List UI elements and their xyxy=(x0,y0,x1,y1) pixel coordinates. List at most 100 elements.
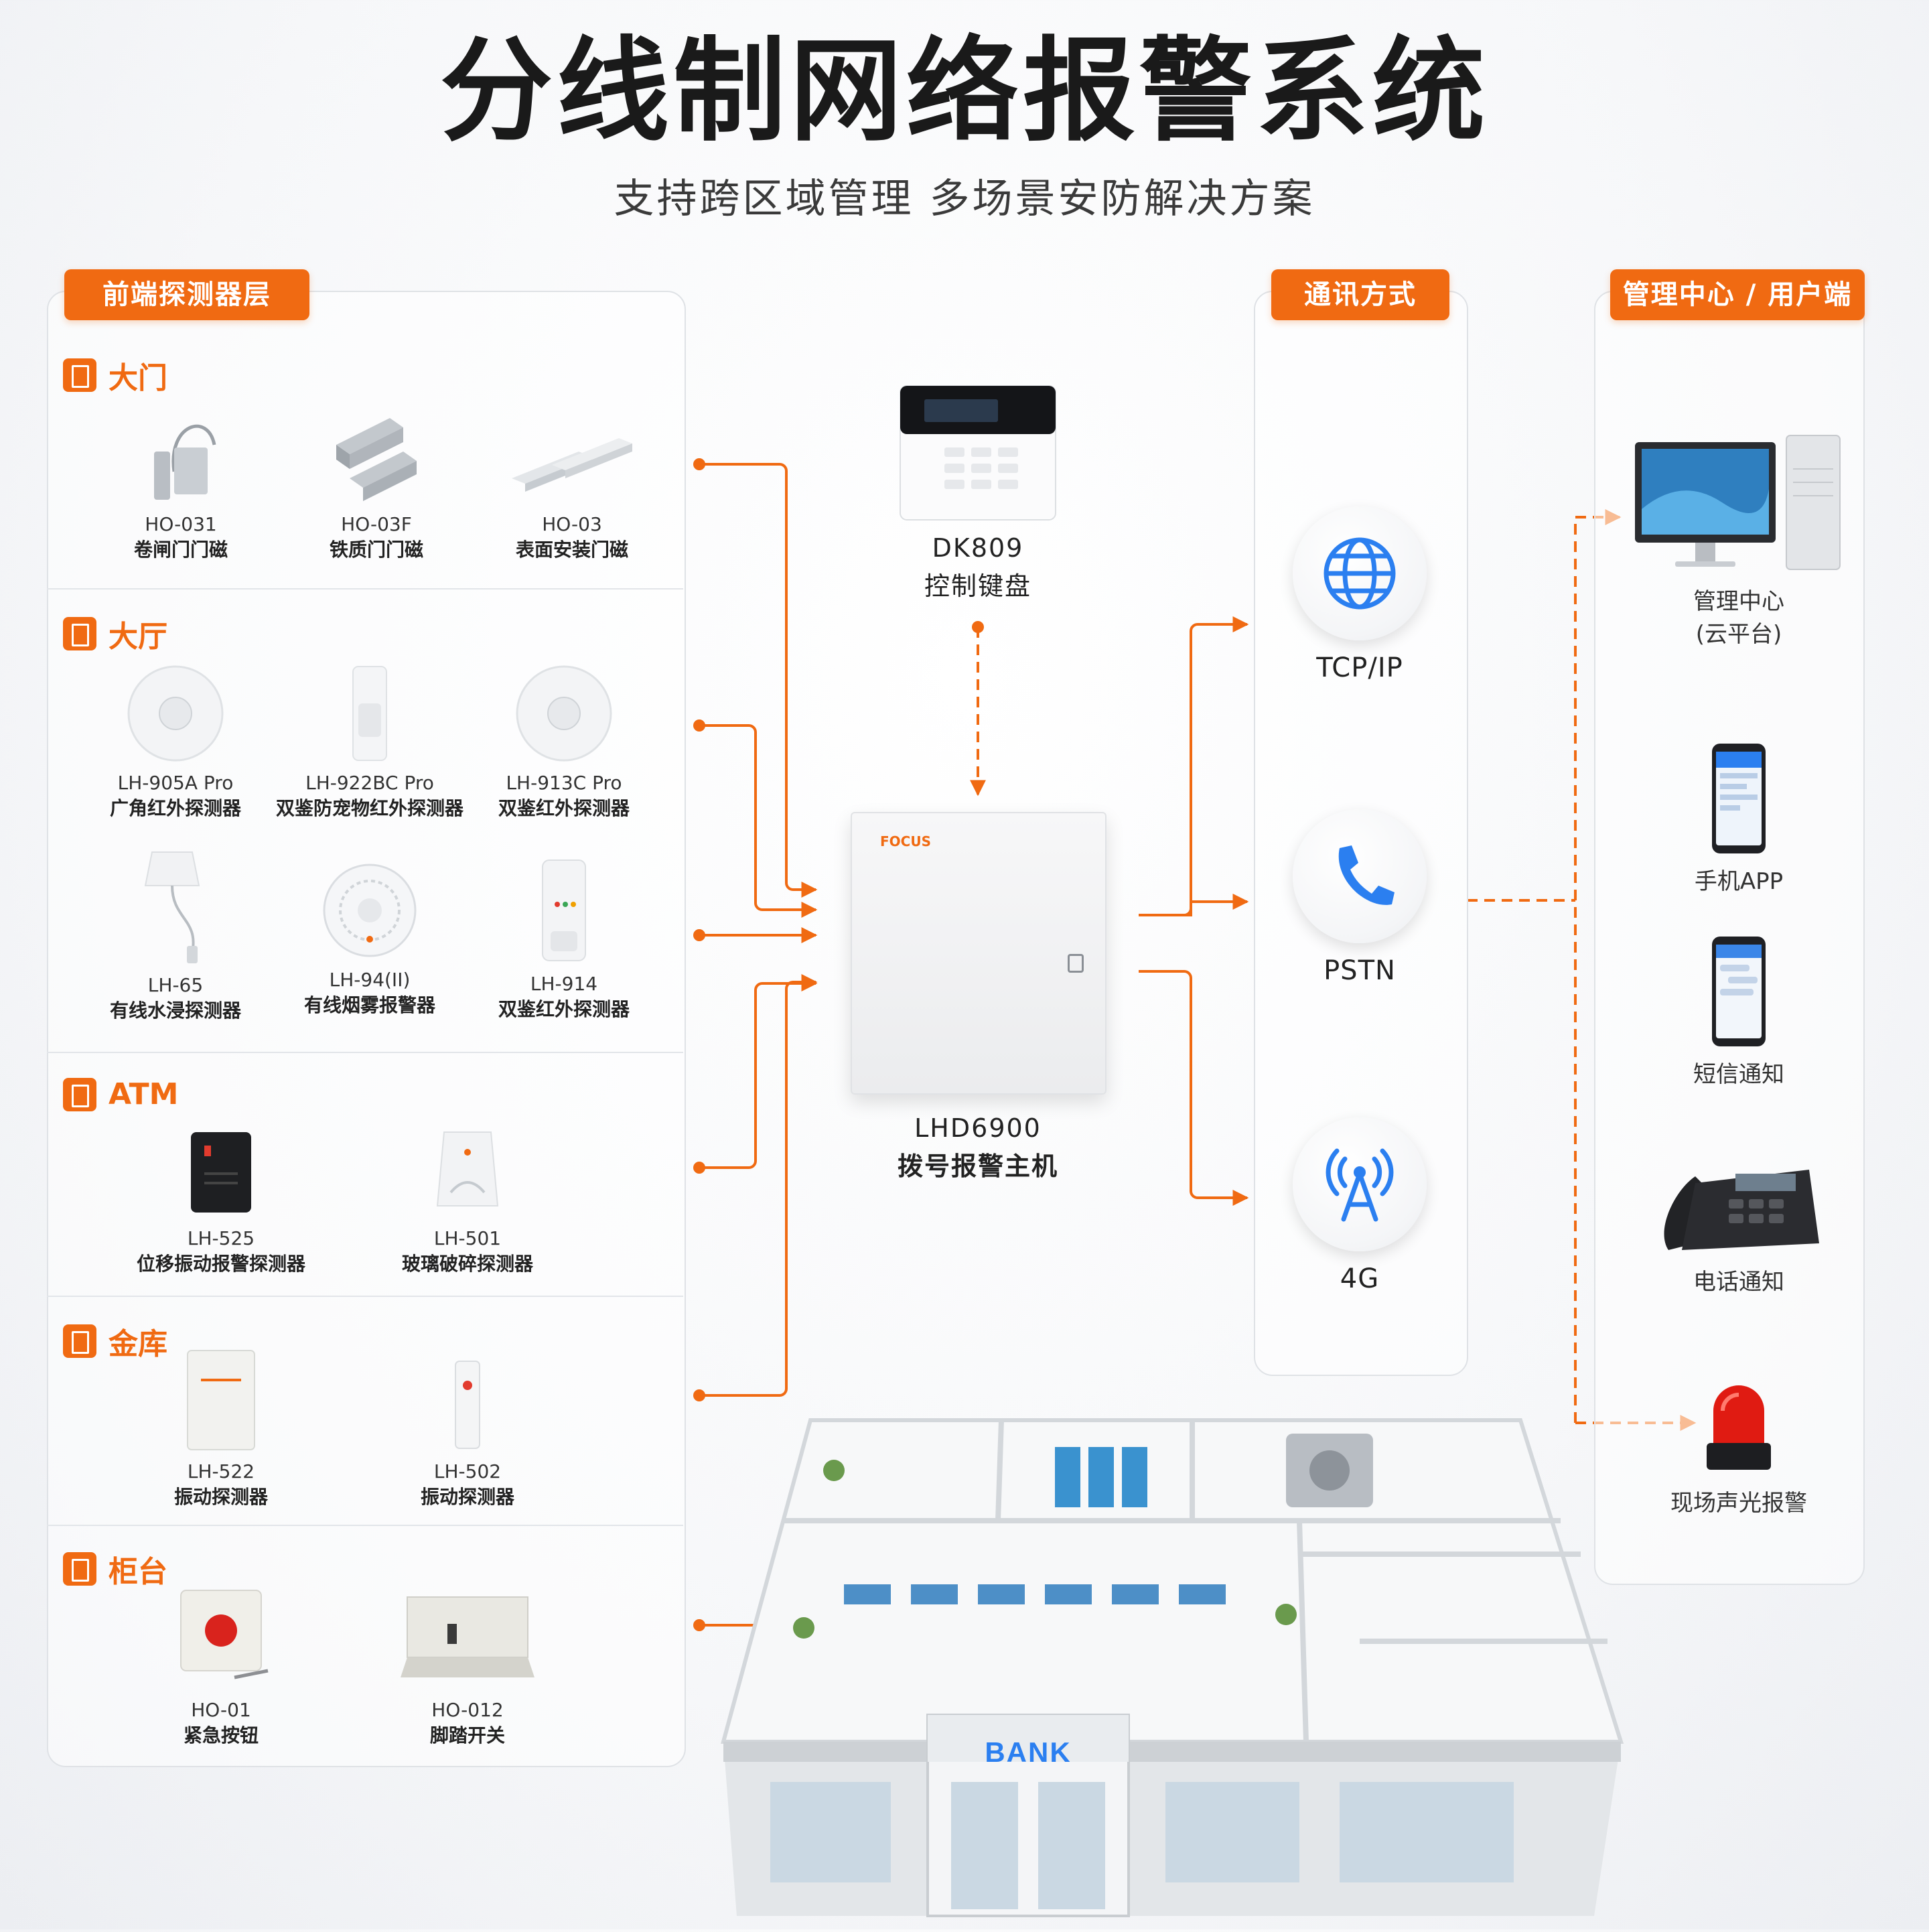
client-phone-label: 电话通知 xyxy=(1693,1269,1784,1296)
device-lh-501: LH-501 玻璃破碎探测器 xyxy=(367,1125,568,1277)
smartphone-sms-image xyxy=(1711,935,1767,1049)
client-mobile-app: 手机APP xyxy=(1618,742,1859,898)
section-divider xyxy=(47,1525,683,1526)
device-model: HO-03F xyxy=(341,513,412,535)
device-desc: 广角红外探测器 xyxy=(109,797,241,819)
client-app-label: 手机APP xyxy=(1694,868,1784,895)
front-detector-header: 前端探测器层 xyxy=(64,269,309,320)
device-lh-922bc: LH-922BC Pro 双鉴防宠物红外探测器 xyxy=(269,663,470,821)
device-lh-914: LH-914 双鉴红外探测器 xyxy=(463,857,664,1022)
device-model: LH-94(II) xyxy=(329,969,411,991)
device-model: LH-501 xyxy=(433,1227,502,1249)
section-counter: 柜台 xyxy=(63,1547,167,1590)
pet-immune-pir-image xyxy=(340,663,400,764)
door-icon xyxy=(63,617,96,650)
device-model: LH-914 xyxy=(530,973,598,995)
small-vibration-detector-image xyxy=(447,1359,488,1452)
device-model: HO-012 xyxy=(431,1699,504,1721)
cloud-center-line1: 管理中心 xyxy=(1693,588,1784,615)
device-desc: 表面安装门磁 xyxy=(515,538,628,561)
front-detector-panel xyxy=(47,291,686,1767)
device-model: LH-525 xyxy=(187,1227,255,1249)
management-header: 管理中心 / 用户端 xyxy=(1610,269,1865,320)
comm-header: 通讯方式 xyxy=(1271,269,1449,320)
page-subtitle: 支持跨区域管理 多场景安防解决方案 xyxy=(614,176,1315,222)
door-icon xyxy=(63,1077,96,1111)
section-hall: 大厅 xyxy=(63,612,167,655)
comm-pstn: PSTN xyxy=(1259,809,1460,986)
section-atm: ATM xyxy=(63,1077,178,1111)
device-desc: 振动探测器 xyxy=(173,1485,268,1508)
device-model: LH-905A Pro xyxy=(117,772,234,794)
device-lh-522: LH-522 振动探测器 xyxy=(121,1345,322,1510)
device-lh-905a: LH-905A Pro 广角红外探测器 xyxy=(75,663,276,821)
page-title: 分线制网络报警系统 xyxy=(440,25,1489,157)
section-divider xyxy=(47,1052,683,1053)
device-model: LH-65 xyxy=(147,974,204,996)
glass-break-detector-image xyxy=(431,1125,504,1219)
device-desc: 卷闸门门磁 xyxy=(133,538,228,561)
device-model: LH-502 xyxy=(433,1460,502,1482)
device-model: HO-01 xyxy=(191,1699,251,1721)
comm-label: PSTN xyxy=(1324,955,1396,986)
foot-switch-image xyxy=(394,1584,541,1691)
comm-4g: 4G xyxy=(1259,1117,1460,1294)
device-lh-913c: LH-913C Pro 双鉴红外探测器 xyxy=(463,663,664,821)
alarm-host: LHD6900 拨号报警主机 xyxy=(831,1109,1125,1186)
device-ho-012: HO-012 脚踏开关 xyxy=(367,1584,568,1748)
device-model: HO-031 xyxy=(145,513,217,535)
device-desc: 紧急按钮 xyxy=(183,1724,259,1746)
device-ho-03f: HO-03F 铁质门门磁 xyxy=(276,405,477,563)
comm-label: TCP/IP xyxy=(1316,652,1403,683)
device-model: LH-913C Pro xyxy=(506,772,622,794)
smartphone-app-image xyxy=(1711,742,1767,856)
door-icon xyxy=(63,358,96,392)
device-desc: 有线水浸探测器 xyxy=(109,999,241,1022)
smoke-detector-image xyxy=(319,860,420,961)
device-lh-502: LH-502 振动探测器 xyxy=(367,1359,568,1510)
host-brand-logo: FOCUS xyxy=(880,833,931,849)
device-lh-94: LH-94(II) 有线烟雾报警器 xyxy=(269,860,470,1018)
surface-door-contact-image xyxy=(505,405,639,505)
section-divider xyxy=(47,1296,683,1297)
device-ho-03: HO-03 表面安装门磁 xyxy=(472,405,672,563)
section-gate: 大门 xyxy=(63,354,167,397)
host-lock-icon xyxy=(1068,954,1084,973)
device-desc: 双鉴红外探测器 xyxy=(498,997,630,1020)
vault-vibration-detector-image xyxy=(181,1345,261,1452)
cloud-center-line2: (云平台) xyxy=(1695,621,1782,648)
device-ho-031: HO-031 卷闸门门磁 xyxy=(80,405,281,563)
section-vault: 金库 xyxy=(63,1320,167,1363)
globe-icon xyxy=(1293,506,1427,640)
host-desc: 拨号报警主机 xyxy=(897,1152,1058,1181)
door-icon xyxy=(63,1324,96,1358)
device-desc: 铁质门门磁 xyxy=(329,538,423,561)
iron-door-contact-image xyxy=(316,405,437,505)
keypad-model: DK809 xyxy=(932,533,1024,563)
client-label: 管理中心 (云平台) xyxy=(1618,585,1859,652)
section-atm-label: ATM xyxy=(109,1077,179,1111)
dual-tech-detector-image xyxy=(530,857,597,965)
client-sms-label: 短信通知 xyxy=(1693,1061,1784,1088)
host-model: LHD6900 xyxy=(914,1113,1042,1143)
keypad-desc: 控制键盘 xyxy=(924,571,1031,601)
device-desc: 有线烟雾报警器 xyxy=(303,993,435,1016)
rolling-door-contact-image xyxy=(127,405,234,505)
alarm-host-image: FOCUS xyxy=(851,812,1106,1095)
device-model: HO-03 xyxy=(542,513,602,535)
door-icon xyxy=(63,1552,96,1586)
ceiling-dual-pir-image xyxy=(514,663,614,764)
client-cloud-center: 管理中心 (云平台) xyxy=(1618,429,1859,652)
section-vault-label: 金库 xyxy=(109,1327,167,1361)
bank-sign: BANK xyxy=(985,1736,1072,1768)
device-desc: 振动探测器 xyxy=(420,1485,514,1508)
section-divider xyxy=(47,588,683,590)
desk-phone-image xyxy=(1655,1150,1823,1257)
bank-building-illustration: BANK xyxy=(697,1407,1634,1929)
keypad-unit: DK809 控制键盘 xyxy=(871,383,1085,606)
device-model: LH-922BC Pro xyxy=(305,772,434,794)
device-desc: 位移振动报警探测器 xyxy=(136,1252,305,1275)
vibration-detector-image xyxy=(177,1125,265,1219)
device-ho-01: HO-01 紧急按钮 xyxy=(121,1584,322,1748)
